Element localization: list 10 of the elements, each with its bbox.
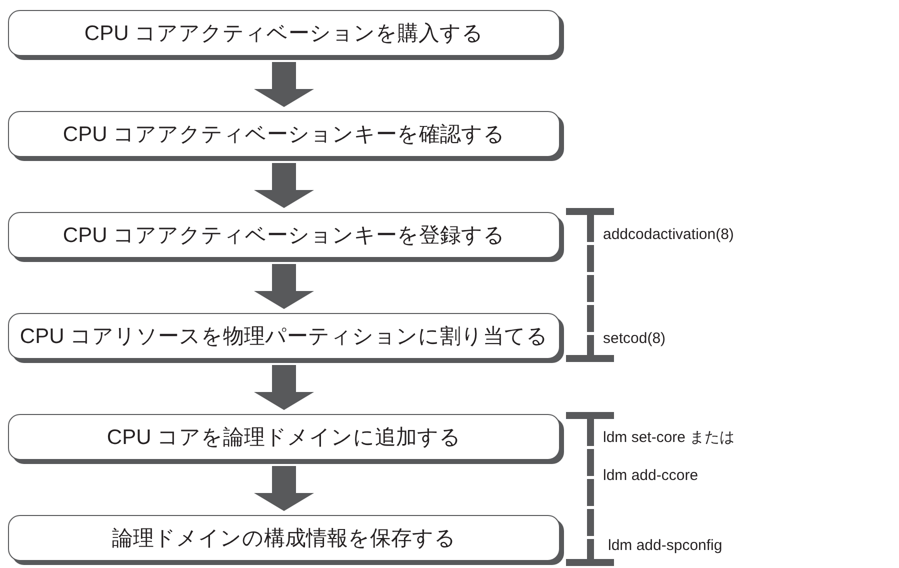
command-label: ldm add-ccore <box>603 467 698 484</box>
command-label: ldm set-core または <box>603 428 735 447</box>
command-label: ldm add-spconfig <box>608 537 722 554</box>
block-arrow <box>254 62 314 107</box>
block-arrow <box>254 264 314 309</box>
command-label: addcodactivation(8) <box>603 226 734 243</box>
command-label: setcod(8) <box>603 330 666 347</box>
block-arrow <box>254 365 314 410</box>
block-arrow <box>254 163 314 208</box>
block-arrow <box>254 466 314 511</box>
